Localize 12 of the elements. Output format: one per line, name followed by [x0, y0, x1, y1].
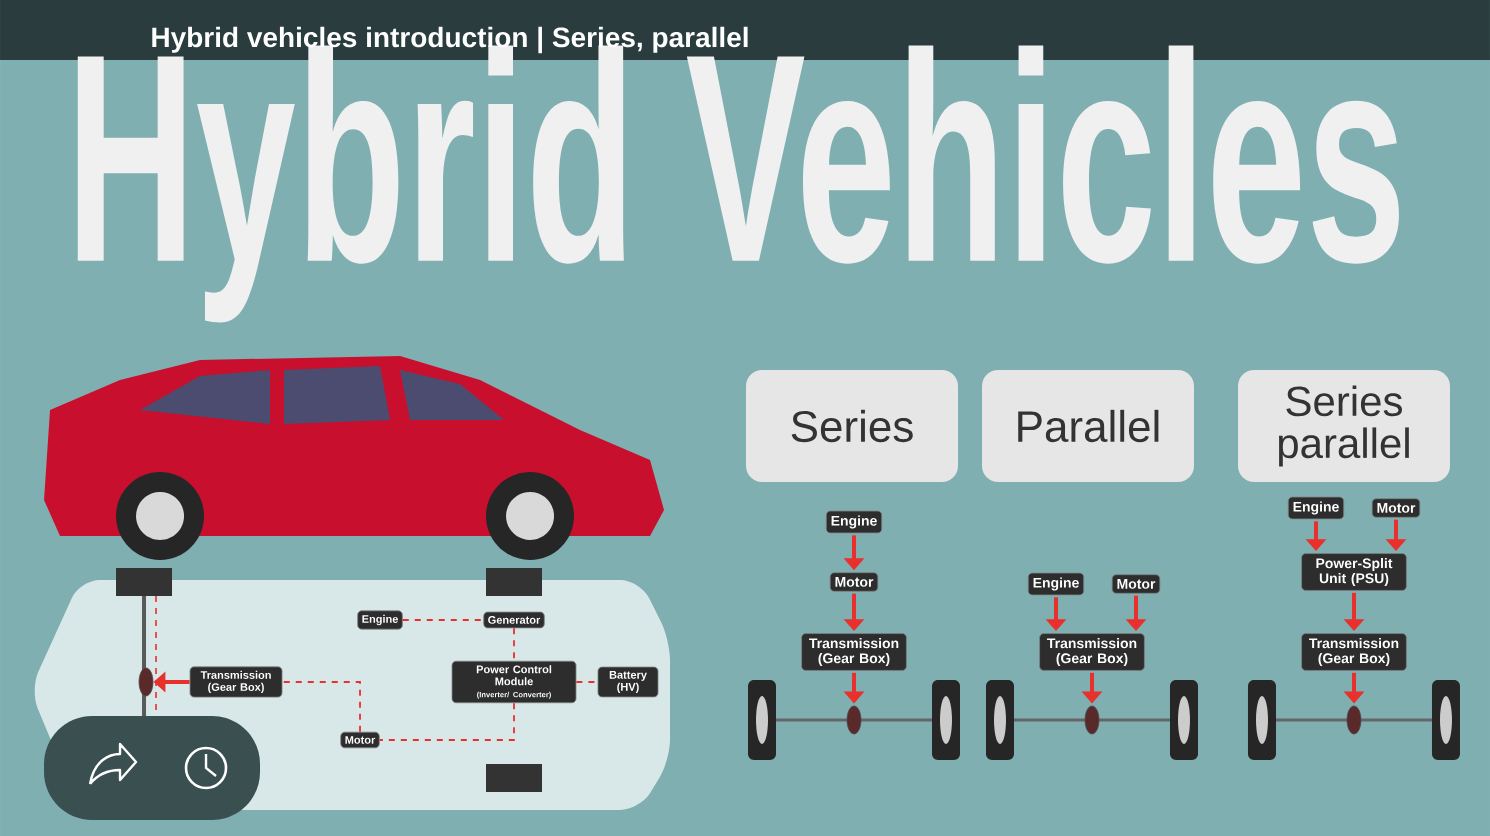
- connector-line: [401, 619, 485, 621]
- gear: [138, 667, 154, 697]
- gear: [1346, 705, 1362, 735]
- heading-box: Series parallel: [1238, 370, 1450, 482]
- connector-line: [575, 681, 599, 683]
- connector-line: [281, 681, 361, 733]
- gear: [846, 705, 862, 735]
- heading-box: Parallel: [982, 370, 1194, 482]
- connector-line: [378, 702, 515, 741]
- connector-line: [513, 627, 515, 662]
- gear: [1084, 705, 1100, 735]
- heading-box: Series: [746, 370, 958, 482]
